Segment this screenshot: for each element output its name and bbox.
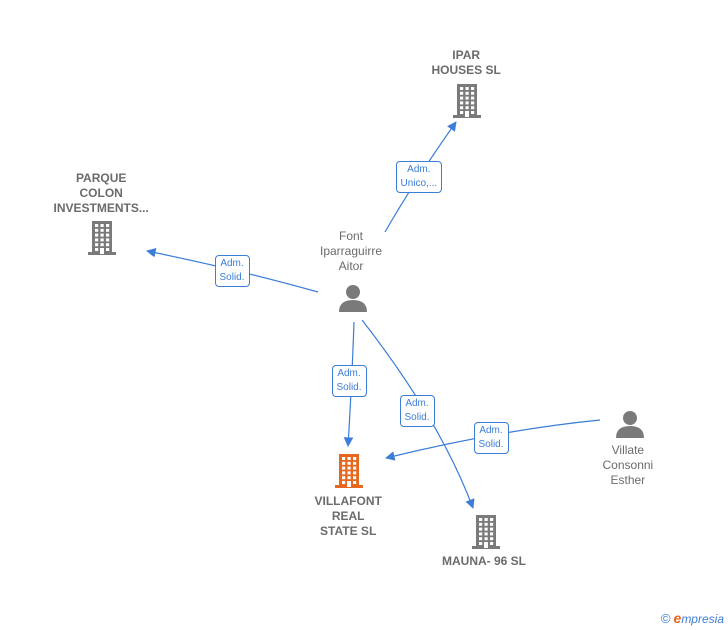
node-label-mauna[interactable]: MAUNA- 96 SL — [442, 554, 526, 569]
footer-brand: ©empresia — [661, 610, 724, 626]
edge-label-villate-to-villafont[interactable]: Adm. Solid. — [473, 422, 509, 454]
person-icon[interactable] — [615, 409, 645, 439]
edge-label-line: Unico,... — [400, 178, 438, 189]
edge-label-font-to-parque[interactable]: Adm. Solid. — [214, 255, 250, 287]
node-label-line: Iparraguirre — [320, 244, 383, 258]
edge-label-line: Solid. — [478, 439, 504, 450]
node-label-line: HOUSES SL — [431, 63, 501, 77]
node-label-line: Consonni — [602, 458, 654, 472]
building-icon[interactable] — [333, 453, 365, 489]
node-label-line: STATE SL — [320, 524, 377, 538]
node-label-line: COLON — [79, 186, 123, 200]
node-label-line: REAL — [331, 509, 365, 523]
edge-label-line: Adm. — [479, 425, 503, 436]
edge-label-line: Adm. — [337, 368, 361, 379]
node-label-line: PARQUE — [75, 171, 127, 185]
edge-label-line: Solid. — [219, 272, 245, 283]
edge-label-font-to-mauna[interactable]: Adm. Solid. — [399, 395, 435, 427]
brand-initial: e — [673, 610, 682, 626]
building-icon[interactable] — [451, 83, 483, 119]
edge-label-line: Solid. — [336, 382, 362, 393]
node-label-line: Esther — [610, 473, 646, 487]
node-label-line: MAUNA- 96 SL — [442, 554, 527, 568]
edge-label-font-to-villafont[interactable]: Adm. Solid. — [331, 365, 367, 397]
node-label-line: IPAR — [452, 48, 481, 62]
building-icon[interactable] — [86, 220, 118, 256]
edge-label-line: Adm. — [220, 258, 244, 269]
copyright-icon: © — [660, 611, 671, 626]
brand-name: mpresia — [681, 612, 724, 626]
node-label-line: INVESTMENTS... — [53, 201, 149, 215]
building-icon[interactable] — [470, 514, 502, 550]
person-icon[interactable] — [338, 283, 368, 313]
edge-label-line: Solid. — [404, 412, 430, 423]
node-label-line: Villate — [611, 443, 645, 457]
node-label-line: Font — [339, 229, 364, 243]
node-label-line: Aitor — [338, 259, 364, 273]
edge-label-font-to-ipar[interactable]: Adm. Unico,... — [395, 161, 443, 193]
edge-label-line: Adm. — [407, 164, 431, 175]
node-label-line: VILLAFONT — [314, 494, 382, 508]
edge-label-line: Adm. — [405, 398, 429, 409]
